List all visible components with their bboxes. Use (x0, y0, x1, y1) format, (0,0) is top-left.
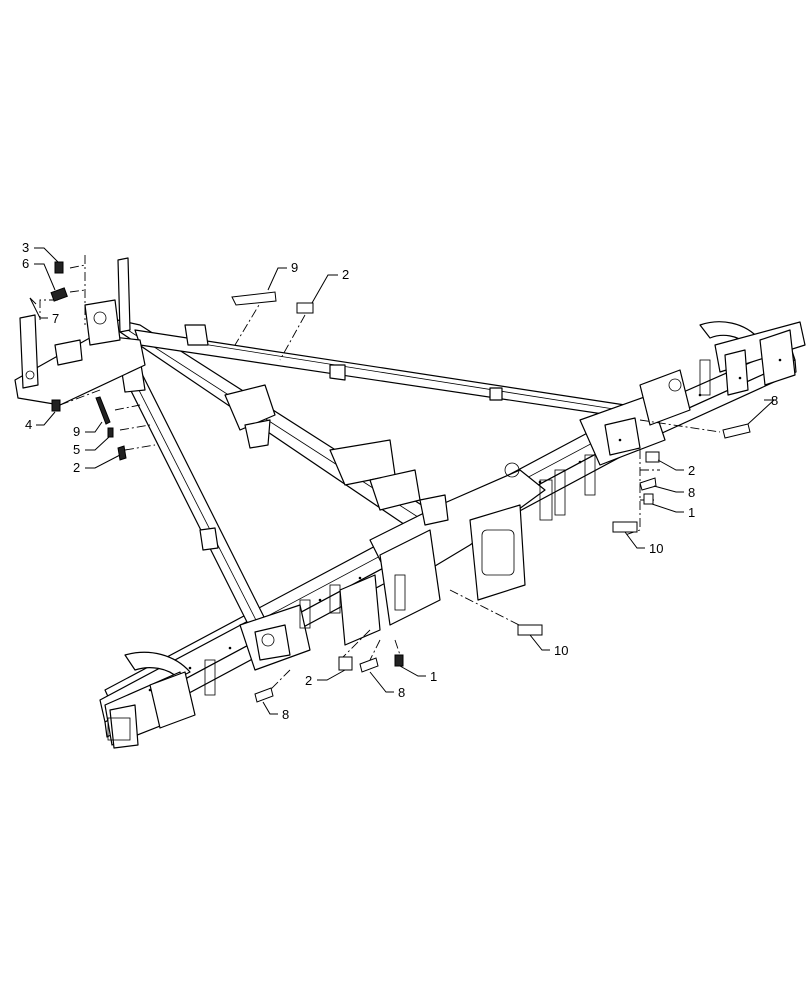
callout-1-c: 1 (430, 669, 437, 684)
decals (29, 261, 751, 703)
callout-7-tl: 7 (52, 311, 59, 326)
callout-2-c: 2 (305, 673, 312, 688)
decal-3-tl (54, 261, 64, 274)
callout-8-c: 8 (398, 685, 405, 700)
decal-4-l (51, 399, 61, 412)
callout-leaders (29, 247, 776, 715)
decal-8-bl (254, 687, 274, 703)
decal-2-c (338, 656, 353, 671)
left-end (104, 651, 196, 749)
callout-2-r: 2 (688, 463, 695, 478)
callout-2-l: 2 (73, 460, 80, 475)
callout-2-top: 2 (342, 267, 349, 282)
callout-8-r: 8 (771, 393, 778, 408)
decal-1-c (394, 654, 404, 667)
callout-3-tl: 3 (22, 240, 29, 255)
callout-8-bl: 8 (282, 707, 289, 722)
decal-9-l (95, 396, 111, 425)
callout-10-r: 10 (649, 541, 663, 556)
callout-4-l: 4 (25, 417, 32, 432)
decal-5-l (107, 427, 114, 438)
callout-5-l: 5 (73, 442, 80, 457)
hitch-assembly (14, 257, 146, 406)
toolbar-shanks (204, 359, 711, 696)
decal-1-r (643, 493, 654, 505)
callout-numbers: 3 6 7 4 9 5 2 9 2 8 2 8 1 10 10 1 2 8 8 (22, 240, 778, 722)
callout-9-l: 9 (73, 424, 80, 439)
decal-2-l (117, 445, 127, 461)
center-weldment (339, 462, 546, 646)
callout-6-tl: 6 (22, 256, 29, 271)
implement-frame (14, 257, 806, 749)
decal-10-c (517, 624, 543, 636)
callout-9-top: 9 (291, 260, 298, 275)
callout-8-r2: 8 (688, 485, 695, 500)
right-pivot (579, 369, 691, 466)
hitch-tongue (94, 314, 451, 546)
decal-9-top (231, 291, 277, 306)
decal-10-r (612, 521, 638, 533)
decal-2-r (645, 451, 660, 463)
toolbar-bolts (148, 358, 782, 692)
decal-8-r2 (639, 477, 657, 491)
decal-8-c (359, 657, 379, 673)
lower-brace (107, 339, 269, 633)
decal-2-top (296, 302, 314, 314)
right-end (699, 321, 806, 396)
decal-6-tl (50, 287, 68, 302)
callout-10-c: 10 (554, 643, 568, 658)
callout-1-r: 1 (688, 505, 695, 520)
left-pivot (239, 604, 311, 671)
decal-8-r (722, 423, 751, 439)
